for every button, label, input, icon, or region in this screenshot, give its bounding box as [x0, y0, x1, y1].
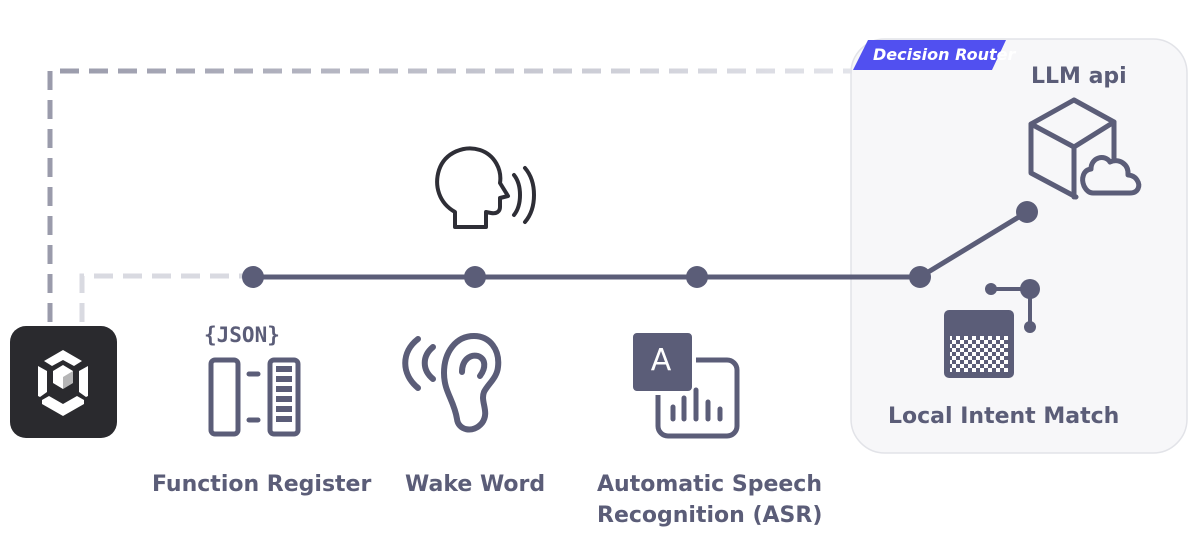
- wake-word-label: Wake Word: [405, 472, 546, 497]
- unity-logo-icon: [10, 326, 117, 438]
- intent-grid-icon: [944, 279, 1040, 378]
- speech-recognition-icon: [629, 329, 740, 439]
- router-tag-shape: [853, 40, 1006, 70]
- node-wake-word: [464, 266, 486, 288]
- json-label: {JSON}: [204, 323, 280, 347]
- outer-dashed-connector: [47, 68, 852, 322]
- dashed-connectors: [47, 68, 852, 322]
- decision-router-panel: [850, 38, 1188, 454]
- node-router: [909, 266, 931, 288]
- asr-label-line2: Recognition (ASR): [597, 503, 823, 528]
- ear-icon: [402, 333, 502, 433]
- decision-router-title: Decision Router: [873, 45, 1016, 64]
- node-function-register: [242, 266, 264, 288]
- llm-api-label: LLM api: [1031, 64, 1127, 89]
- function-register-icon: [208, 357, 301, 437]
- cube-cloud-icon: [1028, 97, 1142, 200]
- node-llm: [1016, 201, 1038, 223]
- local-intent-match-label: Local Intent Match: [888, 404, 1120, 429]
- speaking-head-icon: [435, 146, 536, 229]
- function-register-label: Function Register: [152, 472, 372, 497]
- node-asr: [686, 266, 708, 288]
- pipeline-line: [242, 201, 1038, 288]
- asr-letter-icon: A: [650, 343, 672, 378]
- inner-dashed-connector: [79, 273, 248, 322]
- asr-label-line1: Automatic Speech: [597, 472, 822, 497]
